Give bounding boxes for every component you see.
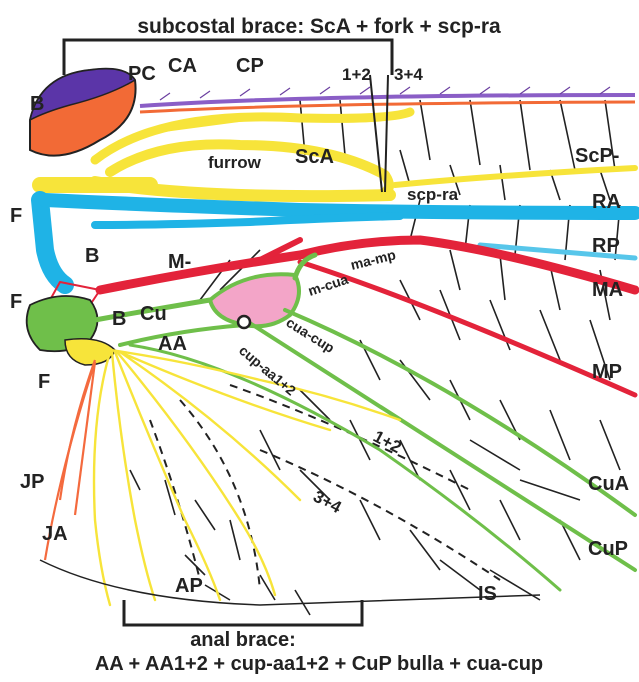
- label-f-mid: F: [10, 291, 22, 313]
- media-vein: [50, 240, 635, 395]
- label-ma-mp: ma-mp: [349, 246, 397, 273]
- label-rp: RP: [592, 235, 620, 257]
- label-cup: CuP: [588, 538, 628, 560]
- label-furrow: furrow: [208, 153, 262, 172]
- label-pc: PC: [128, 63, 156, 85]
- label-scp: ScP-: [575, 145, 619, 167]
- label-34-low: 3+4: [310, 487, 345, 518]
- cubitus-vein: [27, 255, 635, 590]
- label-jp: JP: [20, 471, 44, 493]
- label-ma: MA: [592, 279, 623, 301]
- pink-cell: [210, 274, 299, 326]
- label-m: M-: [168, 251, 191, 273]
- label-ja: JA: [42, 523, 68, 545]
- label-b-low: B: [112, 308, 126, 330]
- label-f-top: F: [10, 205, 22, 227]
- label-aa: AA: [158, 333, 187, 355]
- label-mp: MP: [592, 361, 622, 383]
- label-m-cua: m-cua: [306, 271, 350, 299]
- cup-bulla: [238, 316, 250, 328]
- label-scp-ra: scp-ra: [407, 185, 459, 204]
- label-ap: AP: [175, 575, 203, 597]
- label-12-low: 1+2: [370, 427, 404, 457]
- label-cp: CP: [236, 55, 264, 77]
- label-12-top: 1+2: [342, 65, 371, 84]
- label-ra: RA: [592, 191, 621, 213]
- anal-brace-formula: AA + AA1+2 + cup-aa1+2 + CuP bulla + cua…: [95, 653, 543, 675]
- label-f-low: F: [38, 371, 50, 393]
- subcostal-brace-title: subcostal brace: ScA + fork + scp-ra: [137, 15, 501, 38]
- label-b-top: B: [30, 93, 44, 115]
- subcostal-vein-sca: [40, 112, 635, 196]
- label-ca: CA: [168, 55, 197, 77]
- label-b-mid: B: [85, 245, 99, 267]
- label-cua: CuA: [588, 473, 629, 495]
- wing-margin: [40, 560, 540, 605]
- label-sca: ScA: [295, 146, 334, 168]
- anal-brace-title: anal brace:: [190, 629, 296, 651]
- label-is: IS: [478, 583, 497, 605]
- label-34-top: 3+4: [394, 65, 423, 84]
- label-cu: Cu: [140, 303, 167, 325]
